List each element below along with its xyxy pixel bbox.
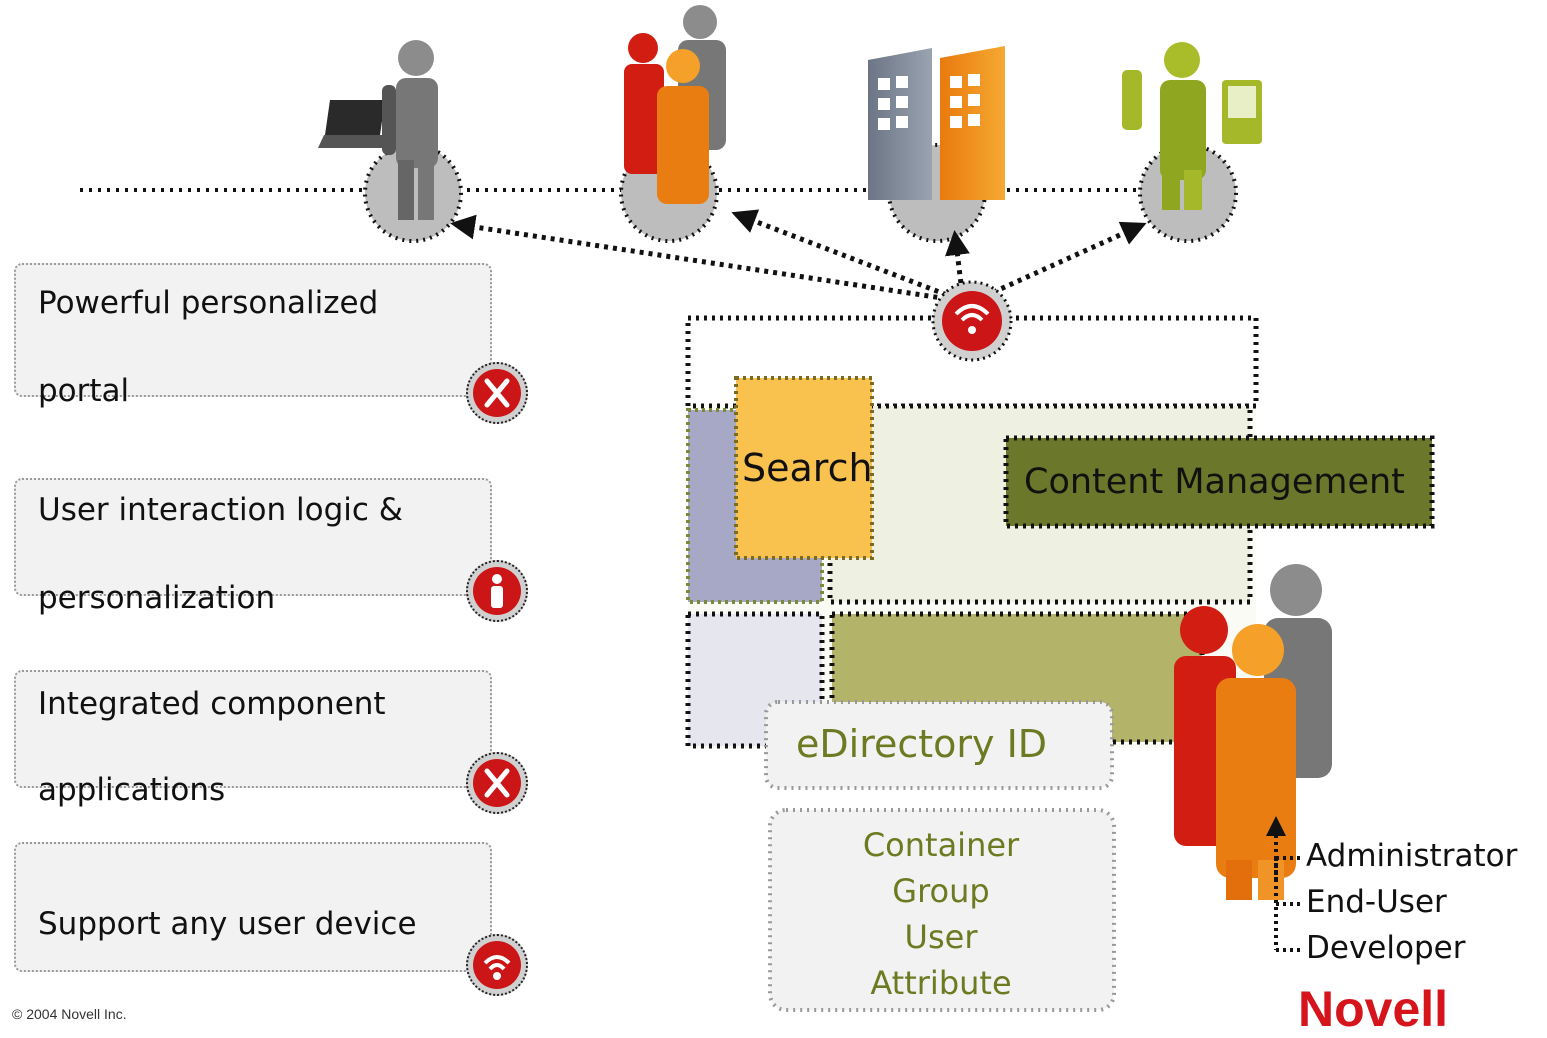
link-icon — [466, 752, 528, 814]
content-management-label: Content Management — [1024, 462, 1405, 502]
directory-object-group: Group — [892, 872, 990, 910]
feature-box-devices: Support any user device — [14, 842, 492, 972]
feature-portal-line1: Powerful personalized — [38, 285, 379, 321]
directory-objects-box — [768, 808, 1116, 1012]
laptop-user-icon — [318, 40, 438, 220]
roles-people-icon — [1174, 564, 1332, 900]
feature-components-line1: Integrated component — [38, 686, 386, 722]
person-icon — [466, 560, 528, 622]
feature-devices-line1: Support any user device — [38, 906, 417, 942]
feature-box-components: Integrated component applications — [14, 670, 492, 808]
mobile-user-icon — [1122, 42, 1262, 210]
content-management-box — [1003, 435, 1435, 529]
arrow-to-group — [731, 209, 956, 301]
arrow-to-laptop-user — [450, 214, 956, 303]
novell-logo: Novell — [1298, 981, 1449, 1037]
arrow-to-buildings — [945, 230, 970, 293]
link-icon — [466, 362, 528, 424]
group-users-icon — [624, 5, 726, 204]
role-developer: Developer — [1306, 930, 1466, 966]
feature-interaction-line2: personalization — [38, 580, 276, 616]
edirectory-id-label: eDirectory ID — [796, 722, 1048, 766]
feature-components-line2: applications — [38, 772, 226, 808]
diagram-graphics — [80, 5, 1435, 1012]
wireless-icon — [466, 934, 528, 996]
portal-architecture-diagram: Powerful personalized portal User intera… — [12, 5, 1518, 1037]
feature-portal-line2: portal — [38, 373, 130, 409]
search-box — [734, 376, 874, 560]
arrow-to-mobile-user — [983, 221, 1147, 299]
search-label: Search — [742, 446, 873, 490]
role-connector-lines — [1274, 856, 1300, 952]
feature-box-portal: Powerful personalized portal — [14, 263, 492, 409]
directory-object-container: Container — [862, 826, 1020, 864]
feature-interaction-line1: User interaction logic & — [38, 492, 403, 528]
feature-box-interaction: User interaction logic & personalization — [14, 478, 492, 616]
buildings-icon — [868, 46, 1005, 200]
directory-objects-list: Container Group User Attribute — [771, 822, 1111, 1006]
wireless-hub-icon — [931, 280, 1013, 362]
directory-object-attribute: Attribute — [870, 964, 1012, 1002]
directory-object-user: User — [904, 918, 978, 956]
role-administrator: Administrator — [1306, 838, 1518, 874]
edirectory-id-box — [764, 700, 1114, 790]
role-end-user: End-User — [1306, 884, 1447, 920]
copyright-footer: © 2004 Novell Inc. — [12, 1006, 127, 1022]
